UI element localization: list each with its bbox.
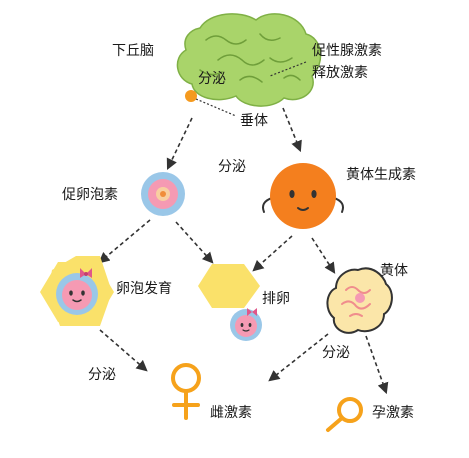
corpus-luteum-label: 黄体 — [380, 263, 408, 279]
ovulation-hexagon-icon — [198, 264, 260, 308]
arrow-corpus-luteum-to-progesterone — [365, 335, 389, 395]
arrow-lh-to-ovulation — [252, 235, 293, 272]
arrow-lh-to-corpus-luteum — [311, 237, 336, 274]
arrow-fsh-to-follicle — [98, 219, 151, 264]
progesterone-symbol-icon — [326, 397, 363, 432]
fsh-label: 促卵泡素 — [62, 187, 118, 203]
corpus-luteum-icon — [326, 267, 393, 334]
gnrh-pointer-line — [269, 61, 307, 77]
lh-label: 黄体生成素 — [346, 167, 416, 183]
arrow-follicle-to-estrogen — [99, 329, 148, 372]
ovulation-label: 排卵 — [262, 291, 290, 307]
gnrh-label-line2: 释放激素 — [312, 65, 368, 81]
pituitary-gland-icon — [185, 90, 197, 102]
estrogen-symbol-icon — [171, 363, 201, 420]
pituitary-label: 垂体 — [240, 113, 268, 129]
fsh-cell-icon — [141, 172, 185, 216]
arrow-fsh-to-ovulation — [175, 221, 214, 264]
egg-cell-icon — [230, 308, 262, 341]
arrow-pituitary-to-lh — [282, 107, 302, 153]
progesterone-label: 孕激素 — [372, 405, 414, 421]
secrete-label-bottom-left: 分泌 — [88, 367, 116, 383]
arrow-pituitary-to-fsh — [166, 117, 193, 171]
gnrh-label-line1: 促性腺激素 — [312, 43, 382, 59]
arrow-corpus-luteum-to-estrogen — [268, 333, 329, 382]
secrete-label-brain: 分泌 — [198, 71, 226, 87]
secrete-label-bottom-right: 分泌 — [322, 345, 350, 361]
pituitary-pointer-line — [195, 98, 237, 117]
follicle-hexagon-icon — [40, 256, 114, 326]
brain-icon — [176, 13, 322, 107]
lh-character-icon — [262, 163, 344, 229]
follicle-development-label: 卵泡发育 — [116, 281, 172, 297]
secrete-label-left: 分泌 — [218, 159, 246, 175]
estrogen-label: 雌激素 — [210, 405, 252, 421]
hypothalamus-label: 下丘脑 — [112, 43, 154, 59]
